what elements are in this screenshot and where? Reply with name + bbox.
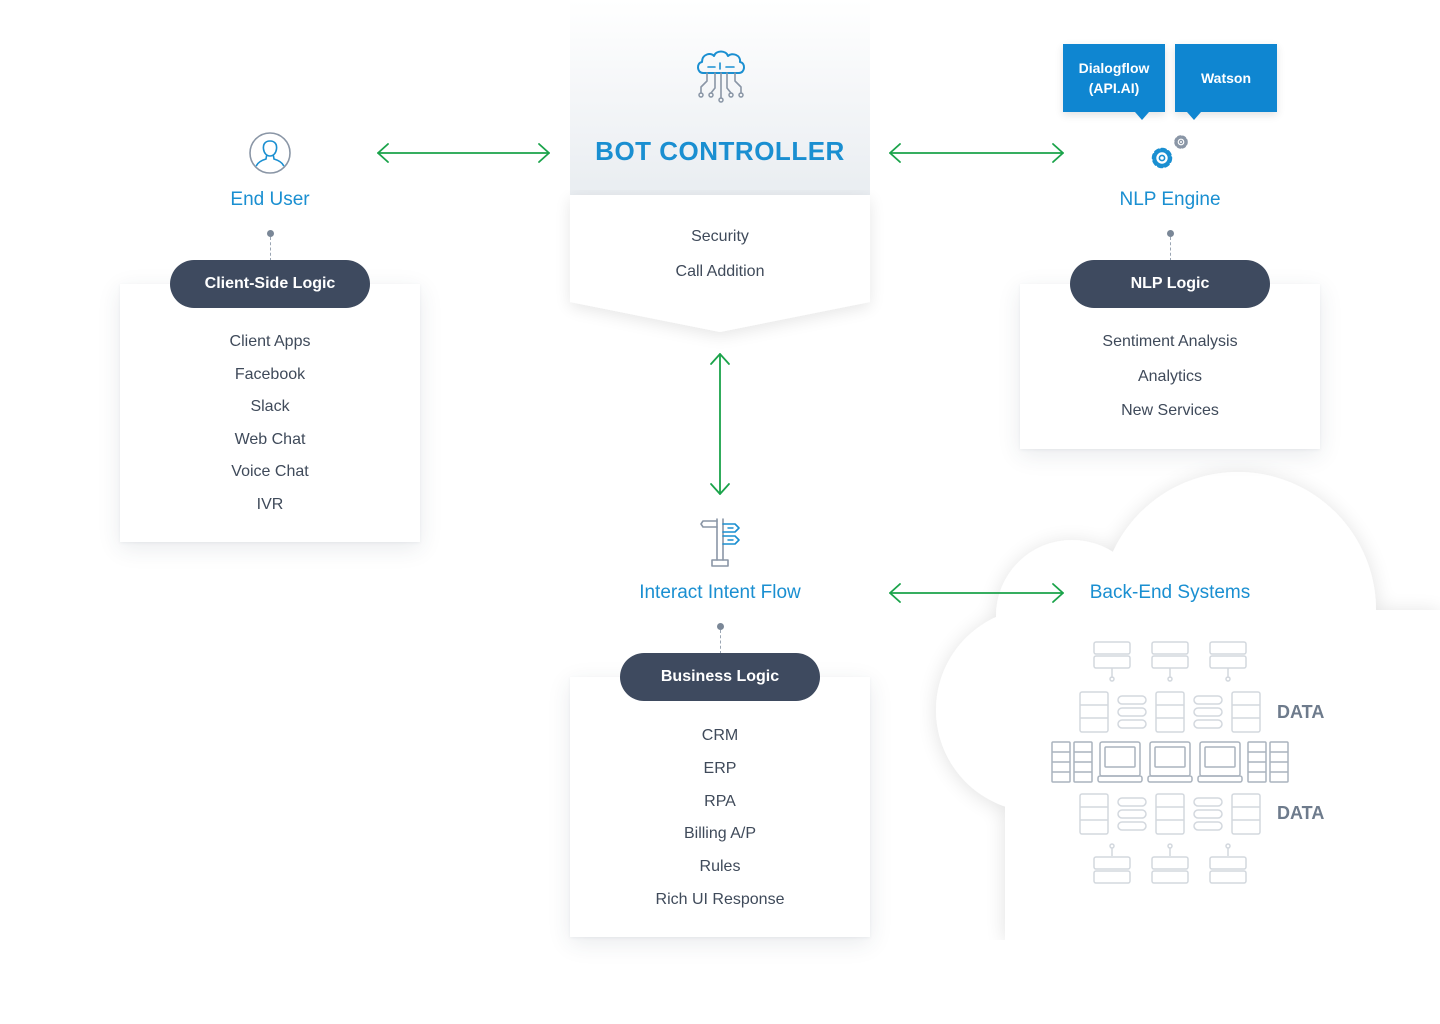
client-apps-list: Client Apps Facebook Slack Web Chat Voic… <box>120 284 420 528</box>
bot-controller-body <box>570 195 870 332</box>
connector-dot <box>1167 230 1174 237</box>
intent-flow-label: Interact Intent Flow <box>639 582 801 603</box>
list-item: CRM <box>701 727 739 744</box>
signpost-icon <box>700 518 740 567</box>
list-item: Web Chat <box>234 430 306 448</box>
data-label-top: DATA <box>1277 702 1325 722</box>
list-item: Sentiment Analysis <box>1102 333 1238 350</box>
nlp-logic-card: Sentiment Analysis Analytics New Service… <box>1020 284 1320 449</box>
connector-line <box>1170 237 1171 261</box>
client-side-logic-card: Client Apps Facebook Slack Web Chat Voic… <box>120 284 420 542</box>
bot-controller-list: Security Call Addition <box>570 228 870 298</box>
business-logic-pill: Business Logic <box>620 653 820 701</box>
data-label-bottom: DATA <box>1277 803 1325 823</box>
list-item: IVR <box>256 495 284 513</box>
backend-label: Back-End Systems <box>1089 582 1251 603</box>
business-logic-card: CRM ERP RPA Billing A/P Rules Rich UI Re… <box>570 677 870 937</box>
end-user-label: End User <box>230 189 310 210</box>
list-item: Analytics <box>1137 367 1203 385</box>
list-item: Slack <box>250 398 290 415</box>
list-item: Client Apps <box>229 333 311 350</box>
list-item: Voice Chat <box>231 463 309 480</box>
user-icon <box>249 132 291 174</box>
gears-icon <box>1151 135 1188 169</box>
nlp-logic-pill: NLP Logic <box>1070 260 1270 308</box>
arrow-intent-backend <box>889 583 1064 603</box>
brain-circuit-icon <box>697 50 745 103</box>
watson-tag-label: Watson <box>1200 70 1252 86</box>
dialogflow-tag: Dialogflow (API.AI) <box>1063 44 1165 120</box>
arrow-bot-nlp <box>889 143 1064 163</box>
list-item: Facebook <box>234 365 306 383</box>
client-side-logic-pill: Client-Side Logic <box>170 260 370 308</box>
connector-line <box>270 237 271 261</box>
bot-controller-title: BOT CONTROLLER <box>595 136 845 166</box>
cloud-icon <box>936 472 1440 940</box>
list-item: Billing A/P <box>683 825 757 843</box>
list-item: Rules <box>699 858 741 876</box>
list-item: ERP <box>703 759 737 777</box>
arrow-user-bot <box>377 143 550 163</box>
nlp-features-list: Sentiment Analysis Analytics New Service… <box>1020 284 1320 437</box>
list-item: Security <box>691 228 749 245</box>
watson-tag: Watson <box>1175 44 1277 120</box>
list-item: Call Addition <box>675 263 765 280</box>
connector-dot <box>267 230 274 237</box>
list-item: RPA <box>704 792 736 810</box>
dialogflow-tag-label: Dialogflow (API.AI) <box>1078 60 1150 96</box>
list-item: New Services <box>1121 402 1219 419</box>
server-rack-icon <box>1051 641 1289 884</box>
connector-line <box>720 630 721 654</box>
connector-dot <box>717 623 724 630</box>
business-systems-list: CRM ERP RPA Billing A/P Rules Rich UI Re… <box>570 677 870 924</box>
list-item: Rich UI Response <box>655 890 785 908</box>
nlp-engine-label: NLP Engine <box>1119 189 1221 210</box>
arrow-bot-intent <box>710 353 730 495</box>
